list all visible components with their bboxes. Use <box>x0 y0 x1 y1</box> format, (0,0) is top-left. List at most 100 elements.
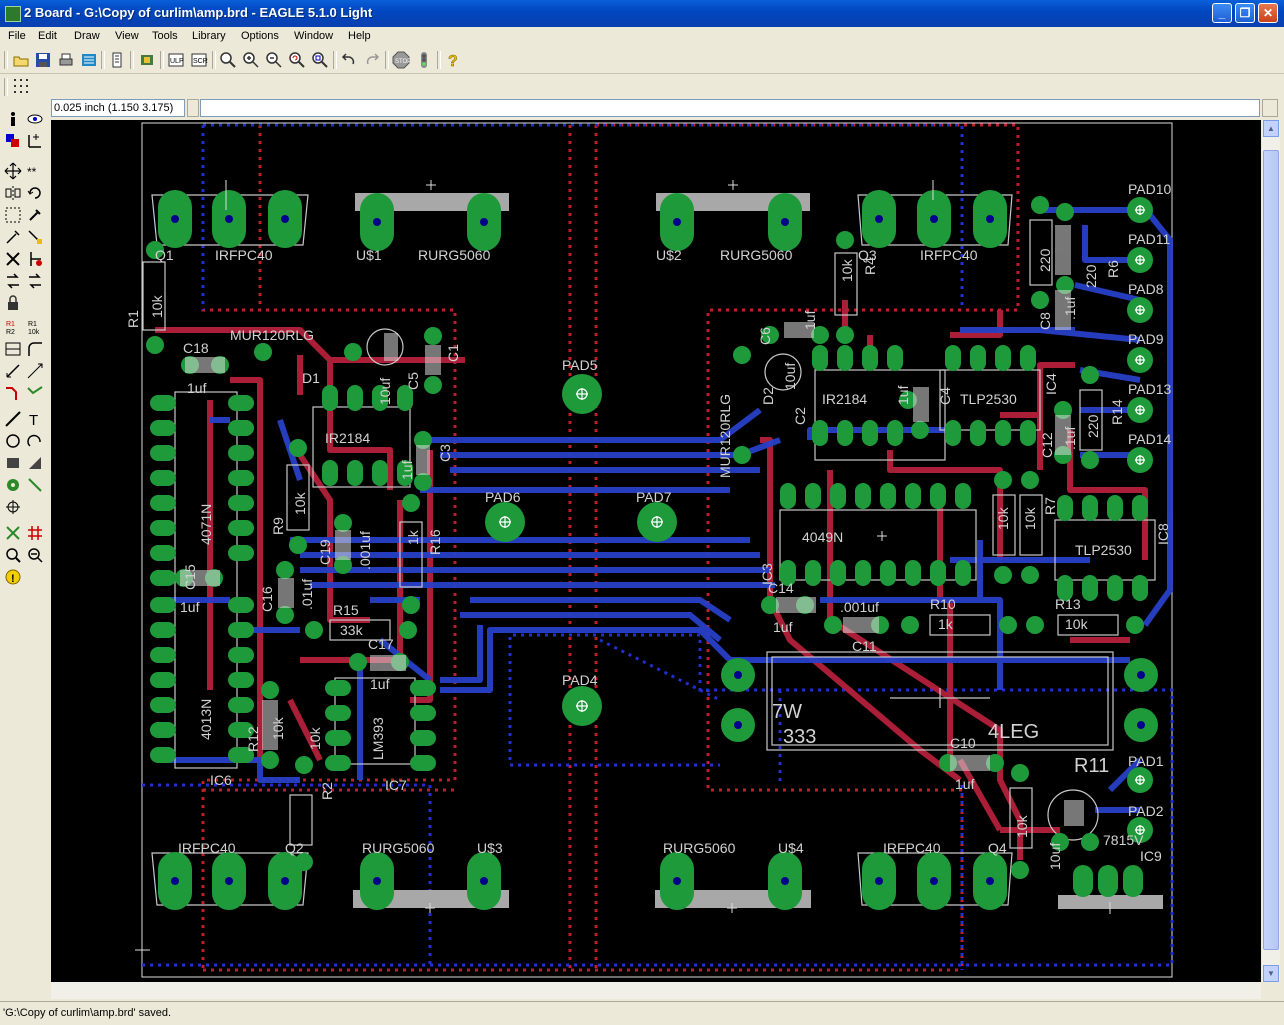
label-r12-val: 10k <box>270 716 286 740</box>
minimize-button[interactable]: _ <box>1212 3 1232 23</box>
maximize-button[interactable]: ❐ <box>1235 3 1255 23</box>
go-icon[interactable] <box>415 51 433 69</box>
pcb-layout[interactable]: Q1 IRFPC40 U$1 RURG5060 U$2 RURG5060 Q3 … <box>51 120 1261 982</box>
ulp-icon[interactable]: ULP <box>167 51 185 69</box>
menu-draw[interactable]: Draw <box>74 30 100 42</box>
display-icon[interactable] <box>4 132 22 150</box>
errors-icon[interactable]: ! <box>4 568 22 586</box>
command-row: 0.025 inch (1.150 3.175) <box>0 98 1284 120</box>
toolbar-grip <box>4 51 8 69</box>
label-reg: 7815V <box>1103 832 1144 848</box>
autoroute-icon[interactable] <box>26 384 44 402</box>
smash-icon[interactable] <box>26 228 44 246</box>
horizontal-scrollbar[interactable] <box>51 982 1261 999</box>
label-r14: R14 <box>1109 399 1125 425</box>
mirror-icon[interactable] <box>4 184 22 202</box>
padlock-icon[interactable] <box>4 294 22 312</box>
delete-icon[interactable] <box>4 250 22 268</box>
label-c11-val: .001uf <box>840 599 879 615</box>
label-pad7: PAD7 <box>636 489 672 505</box>
menu-file[interactable]: File <box>8 30 26 42</box>
label-r11: R11 <box>1074 755 1109 777</box>
zoom-out-icon[interactable] <box>265 51 283 69</box>
label-r7: R7 <box>1042 497 1058 515</box>
eagle-app-icon <box>5 6 21 22</box>
menu-options[interactable]: Options <box>241 30 279 42</box>
zoom-fit-icon[interactable] <box>219 51 237 69</box>
menu-help[interactable]: Help <box>348 30 371 42</box>
scroll-up-button[interactable]: ▲ <box>1263 120 1279 137</box>
stop-icon[interactable]: STOP <box>392 51 410 69</box>
rect-icon[interactable] <box>4 454 22 472</box>
undo-icon[interactable] <box>340 51 358 69</box>
save-icon[interactable] <box>34 51 52 69</box>
label-c3-val: 1uf <box>399 460 415 480</box>
svg-text:10k: 10k <box>28 329 40 336</box>
scroll-thumb[interactable] <box>1263 150 1279 950</box>
close-button[interactable]: ✕ <box>1258 3 1278 23</box>
copy-icon[interactable]: ** <box>26 162 44 180</box>
label-pad2: PAD2 <box>1128 803 1164 819</box>
scr-icon[interactable]: SCR <box>190 51 208 69</box>
circle-icon[interactable] <box>4 432 22 450</box>
menu-view[interactable]: View <box>115 30 139 42</box>
command-history-button[interactable] <box>187 99 199 117</box>
text-icon[interactable]: T <box>26 410 44 428</box>
change-icon[interactable] <box>26 206 44 224</box>
rotate-icon[interactable] <box>26 184 44 202</box>
command-scroll[interactable] <box>1262 99 1278 117</box>
split-icon[interactable] <box>4 340 22 358</box>
command-input[interactable] <box>200 99 1260 117</box>
redo-icon[interactable] <box>363 51 381 69</box>
via-icon[interactable] <box>4 476 22 494</box>
open-icon[interactable] <box>12 51 30 69</box>
add-icon[interactable] <box>26 250 44 268</box>
auto-icon[interactable] <box>26 524 44 542</box>
info-icon[interactable] <box>4 110 22 128</box>
board-icon[interactable] <box>138 51 156 69</box>
zoom-select-icon[interactable] <box>311 51 329 69</box>
signal-icon[interactable] <box>26 476 44 494</box>
replace-icon[interactable] <box>4 272 22 290</box>
optimize-icon[interactable] <box>4 362 22 380</box>
zoom-in-icon[interactable] <box>242 51 260 69</box>
label-r4-val: 10k <box>839 258 855 282</box>
move-icon[interactable] <box>4 162 22 180</box>
label-ic8: IC8 <box>1155 523 1171 545</box>
arc-icon[interactable] <box>26 432 44 450</box>
menu-tools[interactable]: Tools <box>152 30 178 42</box>
polygon-icon[interactable] <box>26 454 44 472</box>
wire-icon[interactable] <box>4 410 22 428</box>
zoom-redraw-icon[interactable] <box>288 51 306 69</box>
show-icon[interactable] <box>26 110 44 128</box>
menu-library[interactable]: Library <box>192 30 226 42</box>
scroll-down-button[interactable]: ▼ <box>1263 965 1279 982</box>
hole-icon[interactable] <box>4 498 22 516</box>
print-icon[interactable] <box>57 51 75 69</box>
vertical-scrollbar[interactable]: ▲ ▼ <box>1262 120 1280 982</box>
ripup-icon[interactable] <box>4 384 22 402</box>
cam-icon[interactable] <box>80 51 98 69</box>
label-pad9: PAD9 <box>1128 331 1164 347</box>
mark-icon[interactable] <box>26 132 44 150</box>
label-q2: Q2 <box>285 840 304 856</box>
grid-icon[interactable] <box>12 77 30 95</box>
help-icon[interactable]: ? <box>444 51 462 69</box>
label-rurg-br: RURG5060 <box>663 840 736 856</box>
menu-window[interactable]: Window <box>294 30 334 42</box>
ratsnest-icon[interactable] <box>4 524 22 542</box>
menu-edit[interactable]: Edit <box>38 30 57 42</box>
paste-icon[interactable] <box>4 228 22 246</box>
board-canvas[interactable]: Q1 IRFPC40 U$1 RURG5060 U$2 RURG5060 Q3 … <box>51 120 1261 982</box>
group-icon[interactable] <box>4 206 22 224</box>
lock-icon[interactable] <box>26 272 44 290</box>
label-mur1: MUR120RLG <box>230 327 314 343</box>
drc-icon[interactable] <box>26 546 44 564</box>
erc-icon[interactable] <box>4 546 22 564</box>
route-icon[interactable] <box>26 362 44 380</box>
label-r8-val: 10k <box>995 506 1011 530</box>
miter-icon[interactable] <box>26 340 44 358</box>
script-icon[interactable] <box>108 51 126 69</box>
